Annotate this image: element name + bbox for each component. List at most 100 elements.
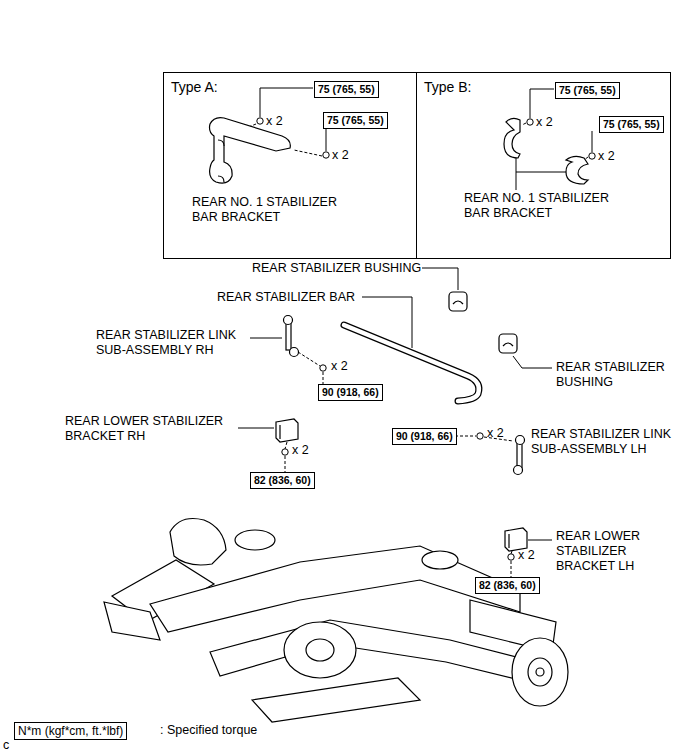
leader-lines-part xyxy=(513,356,552,368)
leader-lines-part xyxy=(592,131,593,152)
type-panel: Type B: 75 (765, 55) 75 (765, 55) xyxy=(416,72,671,259)
stabilizer-bushings-part xyxy=(453,301,463,304)
dashed-leaders-part xyxy=(294,150,322,156)
rear-suspension-member-part xyxy=(284,622,356,678)
part-name: REAR STABILIZER BUSHING xyxy=(556,360,681,390)
unit-legend: N*m (kgf*cm, ft.*lbf) xyxy=(18,724,123,738)
torque-value: 82 (836, 60) xyxy=(254,474,311,487)
part-name: REAR LOWER STABILIZER BRACKET RH xyxy=(65,414,235,444)
rear-suspension-member xyxy=(104,519,568,723)
nuts-part xyxy=(527,119,533,125)
stabilizer-links-part xyxy=(517,442,522,468)
type-panel: Type A: 75 (765, 55) 75 (765, 55) xyxy=(163,72,417,259)
part-name: REAR NO. 1 STABILIZER BAR BRACKET xyxy=(192,195,352,225)
quantity: x 2 xyxy=(266,114,283,129)
leader-lines-part xyxy=(530,89,554,118)
leader-lines-part xyxy=(528,540,552,541)
part-name: REAR STABILIZER BUSHING xyxy=(252,261,421,276)
torque-value: 75 (765, 55) xyxy=(559,84,616,97)
figure-code: c xyxy=(3,738,9,753)
quantity: x 2 xyxy=(536,115,553,130)
rear-suspension-member-part xyxy=(170,519,226,566)
rear-suspension-member-part xyxy=(150,546,520,632)
legend-text: : Specified torque xyxy=(160,723,257,738)
type-heading: Type B: xyxy=(424,79,471,95)
torque-value: 90 (918, 66) xyxy=(322,386,379,399)
torque-spec: 82 (836, 60) xyxy=(475,577,540,594)
torque-value: 75 (765, 55) xyxy=(318,83,375,96)
torque-spec: 82 (836, 60) xyxy=(250,472,315,489)
stabilizer-bar-bracket-type-b-part xyxy=(504,118,520,158)
torque-spec: 75 (765, 55) xyxy=(555,82,620,99)
part-name: REAR LOWER STABILIZER BRACKET LH xyxy=(556,529,656,574)
rear-suspension-member-part xyxy=(512,638,568,706)
rear-suspension-member-part xyxy=(104,602,160,640)
quantity: x 2 xyxy=(598,149,615,164)
torque-spec: 75 (765, 55) xyxy=(599,116,664,133)
stabilizer-bushings-part xyxy=(449,292,467,311)
rear-suspension-member-part xyxy=(235,530,275,550)
leader-lines-part xyxy=(238,428,274,429)
stabilizer-bushings xyxy=(449,292,517,353)
leader-lines-part xyxy=(326,127,327,151)
dashed-leaders-part xyxy=(298,352,320,366)
lower-stabilizer-brackets-part xyxy=(508,534,509,548)
nuts-part xyxy=(282,449,288,455)
stabilizer-bushings-part xyxy=(503,343,513,346)
dashed-leaders-part xyxy=(323,372,324,384)
stabilizer-links-part xyxy=(516,436,525,445)
leader-lines-part xyxy=(422,268,458,290)
nuts-part xyxy=(477,433,483,439)
torque-value: 82 (836, 60) xyxy=(479,579,536,592)
dashed-leaders-part xyxy=(455,436,476,437)
rear-suspension-member-part xyxy=(536,668,544,676)
rear-suspension-member-part xyxy=(306,639,334,661)
part-name: REAR NO. 1 STABILIZER BAR BRACKET xyxy=(464,191,624,221)
quantity: x 2 xyxy=(331,359,348,374)
type-heading: Type A: xyxy=(171,79,218,95)
nuts-part xyxy=(320,365,326,371)
nuts-part xyxy=(508,554,514,560)
stabilizer-links xyxy=(284,316,525,475)
leader-lines-part xyxy=(516,158,517,190)
stabilizer-links-part xyxy=(514,466,523,475)
dashed-leaders-part xyxy=(285,442,287,449)
stabilizer-bushings-part xyxy=(499,334,517,353)
stabilizer-links-part xyxy=(290,348,299,357)
stabilizer-links-part xyxy=(286,322,291,350)
quantity: x 2 xyxy=(292,443,309,458)
quantity: x 2 xyxy=(518,548,535,563)
lower-stabilizer-brackets-part xyxy=(279,425,280,439)
torque-spec: 75 (765, 55) xyxy=(314,81,379,98)
torque-spec: 90 (918, 66) xyxy=(318,384,383,401)
leader-lines xyxy=(238,88,592,540)
nuts-part xyxy=(589,153,595,159)
part-name: REAR STABILIZER BAR xyxy=(217,290,355,305)
nuts-part xyxy=(257,118,263,124)
nuts xyxy=(257,118,595,560)
torque-spec: 75 (765, 55) xyxy=(323,112,388,129)
quantity: x 2 xyxy=(332,148,349,163)
leader-lines-part xyxy=(250,338,282,339)
nuts-part xyxy=(323,152,329,158)
stabilizer-bar-bracket-type-b-part xyxy=(566,156,588,184)
stabilizer-bar-bracket-type-a-part xyxy=(218,140,224,182)
rear-suspension-member-part xyxy=(528,658,552,686)
torque-value: 75 (765, 55) xyxy=(603,118,660,131)
quantity: x 2 xyxy=(487,426,504,441)
dashed-leaders-part xyxy=(511,561,512,577)
torque-legend-box: N*m (kgf*cm, ft.*lbf) xyxy=(14,722,127,740)
stabilizer-links-part xyxy=(284,316,293,325)
torque-value: 75 (765, 55) xyxy=(327,114,384,127)
leader-lines-part xyxy=(516,172,568,173)
lower-stabilizer-brackets-part xyxy=(505,528,527,551)
lower-stabilizer-brackets-part xyxy=(276,419,298,442)
dashed-leaders-part xyxy=(285,456,286,472)
rear-suspension-member-part xyxy=(422,551,458,569)
dashed-leaders-part xyxy=(522,123,526,125)
rear-suspension-member-part xyxy=(252,678,420,722)
part-name: REAR STABILIZER LINK SUB-ASSEMBLY RH xyxy=(96,328,246,358)
part-name: REAR STABILIZER LINK SUB-ASSEMBLY LH xyxy=(531,427,683,457)
torque-value: 90 (918, 66) xyxy=(396,430,453,443)
